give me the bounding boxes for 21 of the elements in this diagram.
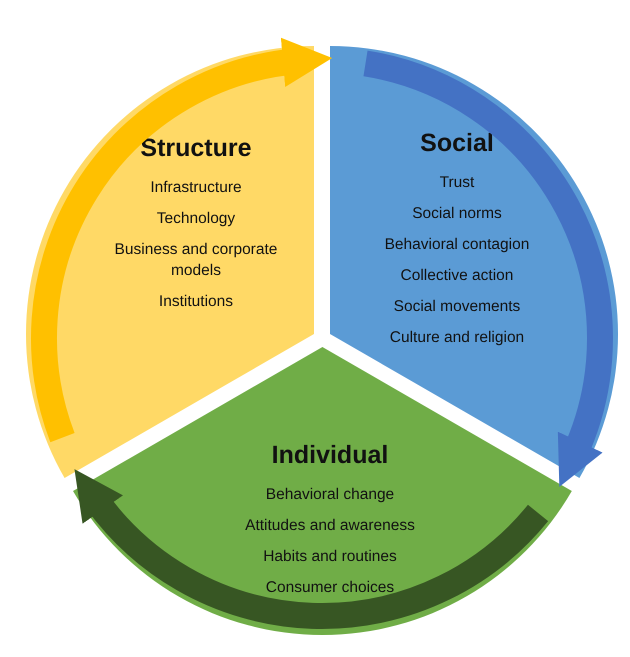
list-item: Institutions: [158, 292, 234, 312]
sector-heading: Structure: [139, 133, 253, 163]
curved-arrow: [72, 470, 548, 629]
pie-sector: [72, 347, 572, 635]
list-item: Social norms: [411, 204, 503, 224]
sector-heading: Individual: [270, 440, 390, 470]
list-item: Habits and routines: [262, 547, 398, 567]
list-item: Consumer choices: [264, 578, 396, 598]
list-item: Attitudes and awareness: [244, 516, 416, 536]
list-item: Behavioral contagion: [384, 235, 530, 255]
curved-arrow: [362, 50, 613, 488]
list-item: Collective action: [400, 266, 514, 286]
list-item: Business and corporate models: [114, 240, 278, 281]
list-item: Technology: [156, 209, 236, 229]
list-item: Social movements: [392, 297, 522, 317]
list-item: Behavioral change: [264, 485, 396, 505]
list-item: Infrastructure: [149, 178, 243, 198]
curved-arrow: [31, 38, 332, 442]
list-item: Culture and religion: [388, 328, 526, 348]
sector-heading: Social: [419, 128, 495, 158]
list-item: Trust: [438, 173, 476, 193]
